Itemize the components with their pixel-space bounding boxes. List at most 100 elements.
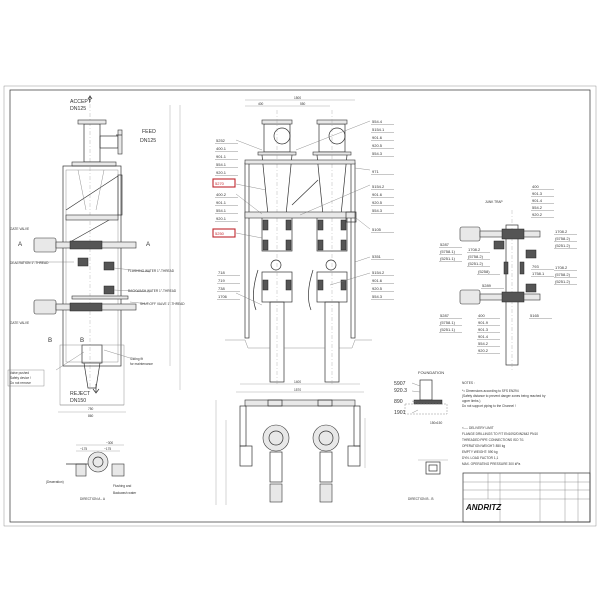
direction-a-view xyxy=(66,444,125,477)
jt-mid-1-2: (5251.2) xyxy=(468,261,484,266)
front-right-label-971-0: 971 xyxy=(372,169,379,174)
front-right-label-a-0: 554.4 xyxy=(372,119,383,124)
jt-5165-0: 5165 xyxy=(530,313,540,318)
front-right-label-a-1: 5154.1 xyxy=(372,127,385,132)
jt-bottom-2: 901.3 xyxy=(478,327,489,332)
jt-right-2-1: (5758.2) xyxy=(555,272,571,277)
jt-top-right-4: 920.2 xyxy=(532,212,543,217)
highlight-box-5250 xyxy=(212,228,236,238)
direction-a-title: DIRECTION A - A xyxy=(80,497,106,501)
notes-title-0: NOTES : xyxy=(462,381,475,385)
foundation-detail xyxy=(404,379,448,475)
reject-label: REJECT xyxy=(70,391,91,397)
spec-line-3: OPERATION WEIGHT: 850 kg xyxy=(462,444,505,448)
plan-view xyxy=(215,399,366,505)
front-left-label-b-3: 920.1 xyxy=(216,216,227,221)
sliding-note-1: Sliding fit xyxy=(130,357,143,361)
notes-line-3: Do not support piping to the Channel ! xyxy=(462,404,516,408)
jt-right-2-2: (5251.2) xyxy=(555,279,571,284)
title-block xyxy=(462,472,591,523)
spec-line-6: MAX. OPERATING PRESSURE 300 kPa xyxy=(462,462,520,466)
jt-left-1-0: 5287 xyxy=(440,242,450,247)
junk-trap-title-0: JUNK TRAP xyxy=(485,200,503,204)
jt-right-1-1: (5758.2) xyxy=(555,236,571,241)
gate-valve-actuator-top xyxy=(33,237,57,253)
section-b-right: B xyxy=(80,337,84,344)
front-left-label-c-0: 718 xyxy=(218,270,225,275)
sliding-note-2: for maintenance xyxy=(130,362,153,366)
safety-note-2: Safety device ! xyxy=(10,376,31,380)
spec-line-0: <---- DELIVERY LIMIT xyxy=(462,426,494,430)
feed-dn-label: DN125 xyxy=(140,138,156,144)
spec-line-1: FLANGE DRILLINGS TO FIT EN1092/DIN2642 P… xyxy=(462,432,538,436)
gate-valve-actuator-bottom xyxy=(33,299,57,315)
gate-valve-top-label: GATE VALVE xyxy=(10,227,29,231)
spec-line-5: DYN. LOAD FACTOR 1,1 xyxy=(462,456,498,460)
jt-bottom-5: 920.2 xyxy=(478,348,489,353)
dim-a-175-left: ~175 xyxy=(80,447,87,451)
jt-793-1: 1758.1 xyxy=(532,271,545,276)
foundation-title: FOUNDATION xyxy=(418,370,444,375)
jt-bottom-1: 901.9 xyxy=(478,320,489,325)
foundation-dim: 150x150 xyxy=(430,421,442,425)
front-right-label-c-0: 5154.2 xyxy=(372,270,385,275)
dim-400: 400 xyxy=(258,102,264,106)
foundation-label-5907: 5907 xyxy=(394,381,406,387)
jt-top-right-3: 554.2 xyxy=(532,205,543,210)
front-left-label-a-1: 400.1 xyxy=(216,146,227,151)
front-left-label-a-2: 901.1 xyxy=(216,154,227,159)
notes-line-1: (Safety distance to prevent danger zones… xyxy=(462,394,546,398)
spec-line-4: EMPTY WEIGHT: 590 kg xyxy=(462,450,498,454)
jt-right-1-2: (5251.2) xyxy=(555,243,571,248)
front-right-label-c-3: 554.3 xyxy=(372,294,383,299)
dim-a-175-right: ~175 xyxy=(104,447,111,451)
jt-top-right-0: 400 xyxy=(532,184,539,189)
jt-left-1-2: (5251.1) xyxy=(440,256,456,261)
front-left-label-c-3: 1706 xyxy=(218,294,228,299)
backwash-water-label: BACKWASH WATER 1"-THREAD xyxy=(128,289,177,293)
jt-left-1-1: (5758.1) xyxy=(440,249,456,254)
front-right-label-b-0: 5154.2 xyxy=(372,184,385,189)
side-view xyxy=(20,95,181,413)
front-left-label-b-1: 901.1 xyxy=(216,200,227,205)
jt-top-right-2: 901.4 xyxy=(532,198,543,203)
safety-note-1: Valve pushed xyxy=(10,371,29,375)
sheet-outer-border xyxy=(3,85,597,527)
front-left-label-b-0: 400.2 xyxy=(216,192,227,197)
jt-bottom-3: 901.4 xyxy=(478,334,489,339)
front-left-label-a-0: 5252 xyxy=(216,138,226,143)
jt-bottom-4: 554.2 xyxy=(478,341,489,346)
dim-860: 860 xyxy=(88,414,94,418)
front-left-label-a-4: 920.1 xyxy=(216,170,227,175)
gate-valve-bottom-label: GATE VALVE xyxy=(10,321,29,325)
jt-left-2-0: 5287 xyxy=(440,313,450,318)
highlight-box-5270 xyxy=(212,178,236,188)
dim-550: 550 xyxy=(300,102,306,106)
foundation-label-920-3: 920.3 xyxy=(394,388,407,394)
dim-1570: 1570 xyxy=(294,388,301,392)
andritz-logo: ANDRITZ xyxy=(465,503,502,512)
jt-left-2-1: (5758.1) xyxy=(440,320,456,325)
highlight-label-5270: 5270 xyxy=(215,181,225,186)
notes-line-0: *= Dimensions according to SFS EN294 xyxy=(462,389,519,393)
junk-trap-view xyxy=(459,210,541,370)
jt-left-2-2: (5251.1) xyxy=(440,327,456,332)
front-left-label-b-2: 554.1 xyxy=(216,208,227,213)
jt-right-2-0: 1708.2 xyxy=(555,265,568,270)
deaeration-paren-label: (Deaeration) xyxy=(46,480,64,484)
front-right-label-b-2: 920.5 xyxy=(372,200,383,205)
reject-dn-label: DN150 xyxy=(70,398,86,404)
accept-dn-label: DN125 xyxy=(70,106,86,112)
highlight-label-5250: 5250 xyxy=(215,231,225,236)
dim-a-300: ~300 xyxy=(106,441,113,445)
feed-label: FEED xyxy=(142,129,156,135)
flushing-backwash-2: Backwash water xyxy=(113,491,137,495)
foundation-label-890: 890 xyxy=(394,399,403,405)
front-right-label-a-4: 554.3 xyxy=(372,151,383,156)
dim-750: 750 xyxy=(88,407,94,411)
front-left-label-c-2: 738 xyxy=(218,286,225,291)
jt-mid-1-0: 1708.2 xyxy=(468,247,481,252)
flushing-water-label: FLUSHING WATER 1"-THREAD xyxy=(128,269,175,273)
jt-bottom-0: 400 xyxy=(478,313,485,318)
accept-label: ACCEPT xyxy=(70,99,92,105)
